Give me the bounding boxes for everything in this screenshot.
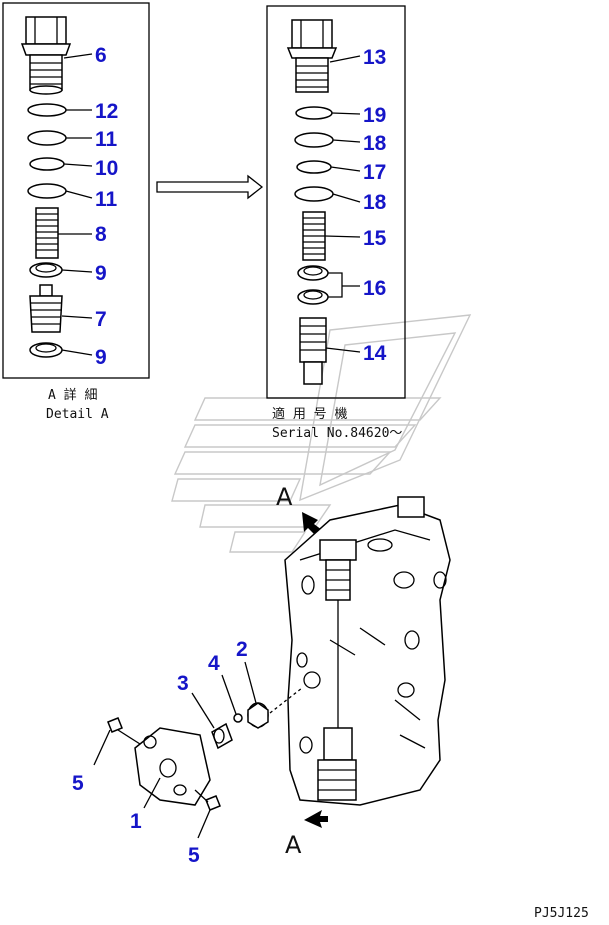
view-arrow-top-icon (302, 512, 322, 534)
label-18b: 18 (363, 191, 387, 214)
serial-caption-jp: 適 用 号 機 (272, 406, 347, 422)
ring-10 (29, 157, 65, 171)
label-13: 13 (363, 46, 386, 69)
leaders-main (93, 661, 257, 839)
ball-4 (233, 713, 243, 723)
ring-11 (27, 130, 67, 146)
spring-15 (302, 211, 326, 261)
cap-2 (247, 702, 269, 729)
bolt-5b (194, 789, 221, 811)
valve-7 (29, 284, 63, 333)
leaders-right (324, 55, 361, 353)
label-9b: 9 (95, 346, 107, 369)
label-6: 6 (95, 44, 107, 67)
label-11: 11 (95, 128, 118, 151)
ring-18 (294, 132, 334, 148)
label-2: 2 (236, 638, 248, 661)
serial-detail-box (266, 5, 406, 399)
ring-17 (296, 160, 332, 174)
cover-1 (134, 727, 211, 806)
label-9: 9 (95, 262, 107, 285)
view-letter-top: A (276, 483, 293, 511)
view-arrow-bottom-icon (304, 810, 328, 828)
drawing-code: PJ5J125 (534, 906, 589, 921)
label-10: 10 (95, 157, 118, 180)
seal-9 (29, 262, 63, 278)
ring-11b (27, 183, 67, 199)
spring-8 (35, 207, 59, 259)
label-19: 19 (363, 104, 386, 127)
assembly-line (269, 687, 303, 714)
plug-6 (20, 16, 72, 95)
label-5a: 5 (72, 772, 84, 795)
label-17: 17 (363, 161, 386, 184)
detail-caption-jp: A 詳 細 (48, 387, 97, 403)
plunger-3 (211, 722, 233, 750)
valve-14 (299, 317, 327, 385)
label-18: 18 (363, 132, 387, 155)
label-7: 7 (95, 308, 107, 331)
seal-16 (297, 265, 329, 305)
label-3: 3 (177, 672, 189, 695)
ring-18b (294, 186, 334, 202)
label-12: 12 (95, 100, 118, 123)
valve-body (284, 496, 451, 806)
ring-19 (295, 106, 333, 120)
detail-caption-en: Detail A (46, 407, 109, 422)
label-11b: 11 (95, 188, 118, 211)
label-16: 16 (363, 277, 386, 300)
label-5b: 5 (188, 844, 200, 867)
serial-caption-en: Serial No.84620～ (272, 426, 402, 441)
plug-13 (286, 19, 338, 93)
label-1: 1 (130, 810, 142, 833)
ring-12 (27, 103, 67, 117)
detail-a-box (2, 2, 150, 379)
bolt-5a (107, 717, 141, 745)
label-14: 14 (363, 342, 387, 365)
label-8: 8 (95, 223, 107, 246)
leaders-left (58, 53, 93, 356)
seal-9b (29, 342, 63, 358)
view-letter-bottom: A (285, 831, 302, 859)
label-4: 4 (208, 652, 220, 675)
arrow-right-icon (156, 174, 264, 200)
label-15: 15 (363, 227, 387, 250)
